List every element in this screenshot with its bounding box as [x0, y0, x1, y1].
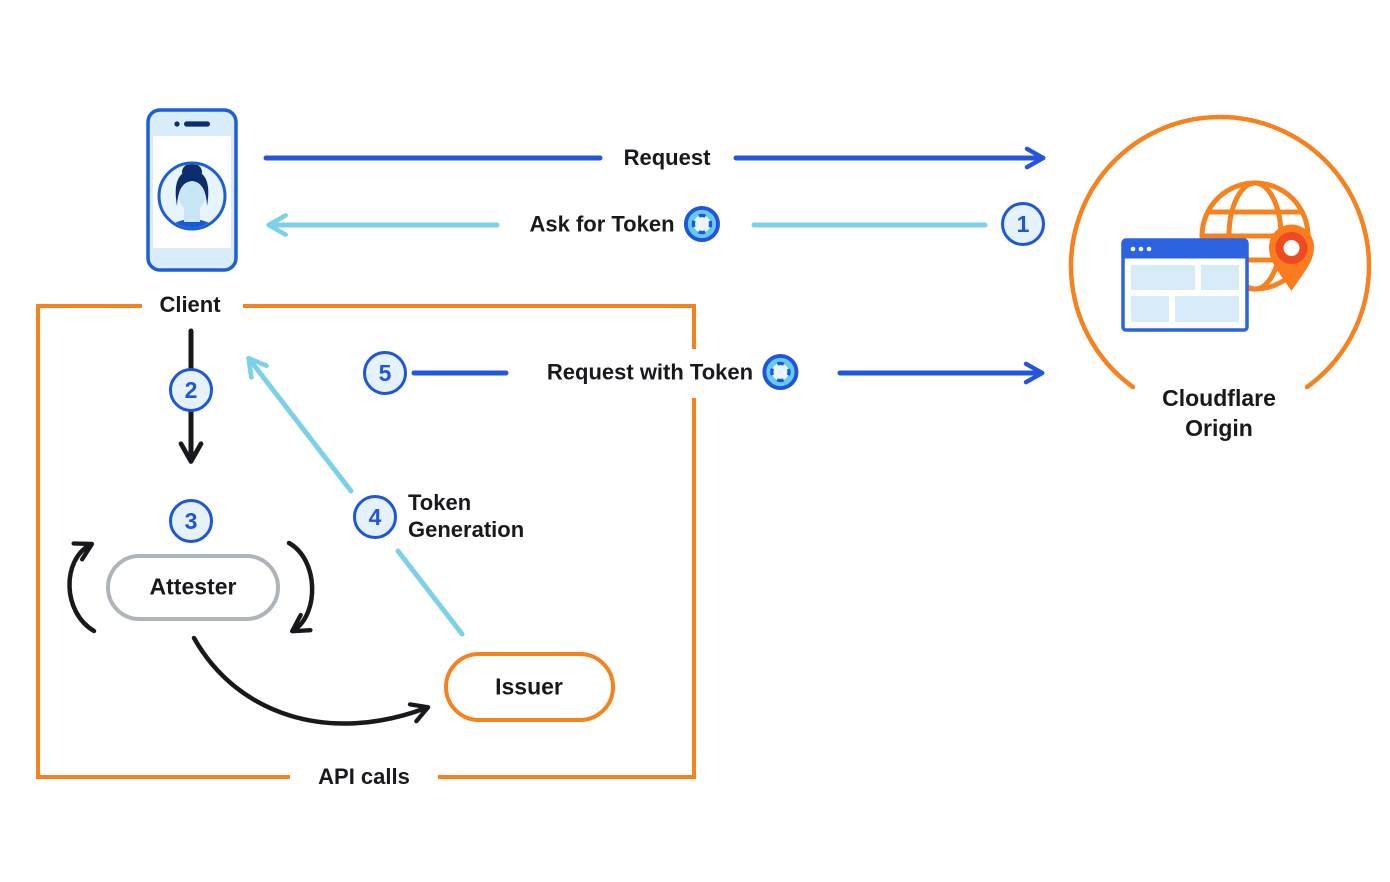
step-badge-3: 3 [169, 499, 213, 543]
globe-browser-location-pin-icon [1068, 114, 1372, 390]
browser-window-icon [1121, 238, 1249, 332]
issuer-label: Issuer [495, 673, 563, 700]
step-badge-2: 2 [169, 368, 213, 412]
token-icon [684, 205, 721, 243]
api-calls-label: API calls [318, 763, 410, 789]
attester-label: Attester [149, 573, 237, 600]
cloudflare-origin-label: Cloudflare Origin [1162, 385, 1276, 441]
ask-for-token-label-group: Ask for Token [529, 205, 721, 243]
request-with-token-label: Request with Token [546, 359, 754, 384]
request-label: Request [623, 144, 711, 170]
client-label: Client [159, 291, 221, 317]
api-calls-box [36, 304, 696, 779]
location-pin-icon [1269, 224, 1314, 291]
attester-to-issuer-arrow [191, 635, 431, 726]
issuer-node [444, 652, 615, 722]
attester-node [106, 554, 280, 621]
request-with-token-label-group: Request with Token [546, 353, 799, 391]
attestation-cycle-arrows [67, 540, 315, 634]
step-badge-4: 4 [353, 495, 397, 539]
token-icon [762, 353, 799, 391]
step-badge-5: 5 [363, 351, 407, 395]
user-avatar [164, 164, 220, 228]
token-generation-arrow [246, 355, 465, 637]
token-generation-label: Token Generation [408, 490, 525, 542]
smartphone-user-avatar-icon [146, 108, 238, 272]
step-badge-1: 1 [1001, 202, 1045, 246]
ask-for-token-label: Ask for Token [529, 211, 675, 236]
